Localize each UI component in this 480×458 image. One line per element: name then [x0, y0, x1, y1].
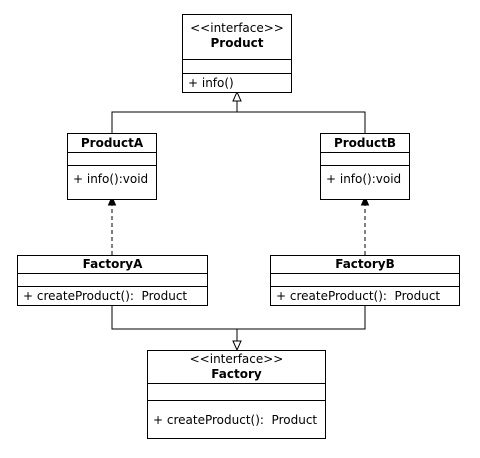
- factory-attributes-section: [148, 384, 325, 401]
- factory-a-methods-section: + createProduct(): Product: [18, 287, 207, 304]
- product-method: + info(): [188, 76, 234, 90]
- factory-class-name: Factory: [211, 367, 262, 381]
- factory-name-section: <<interface>> Factory: [148, 351, 325, 384]
- product-a-methods-section: + info():void: [68, 166, 156, 187]
- product-class-name: Product: [210, 36, 264, 50]
- factory-a-class-box: FactoryA + createProduct(): Product: [17, 255, 208, 306]
- product-a-class-name: ProductA: [80, 136, 144, 150]
- product-name-section: <<interface>> Product: [183, 15, 291, 60]
- factory-b-dependency-arrow: [360, 195, 370, 255]
- product-interface-box: <<interface>> Product + info(): [182, 14, 292, 93]
- factory-stereotype: <<interface>>: [189, 352, 284, 366]
- factory-b-methods-section: + createProduct(): Product: [271, 287, 459, 304]
- factory-b-attributes-section: [271, 274, 459, 287]
- product-b-method: + info():void: [326, 172, 402, 186]
- product-b-class-name: ProductB: [333, 136, 397, 150]
- product-inheritance-connector: [111, 90, 366, 133]
- product-methods-section: + info(): [183, 74, 291, 91]
- factory-a-method: + createProduct(): Product: [23, 289, 188, 303]
- factory-method: + createProduct(): Product: [153, 413, 318, 427]
- product-a-attributes-section: [68, 153, 156, 166]
- factory-interface-box: <<interface>> Factory + createProduct():…: [147, 350, 326, 439]
- product-a-name-section: ProductA: [68, 134, 156, 153]
- factory-a-attributes-section: [18, 274, 207, 287]
- factory-inheritance-connector: [111, 306, 366, 352]
- factory-methods-section: + createProduct(): Product: [148, 401, 325, 428]
- product-b-name-section: ProductB: [321, 134, 409, 153]
- factory-b-class-box: FactoryB + createProduct(): Product: [270, 255, 460, 306]
- factory-a-class-name: FactoryA: [82, 257, 143, 271]
- factory-b-name-section: FactoryB: [271, 256, 459, 274]
- factory-a-name-section: FactoryA: [18, 256, 207, 274]
- factory-b-method: + createProduct(): Product: [276, 289, 441, 303]
- product-a-class-box: ProductA + info():void: [67, 133, 157, 200]
- product-stereotype: <<interface>>: [190, 21, 284, 35]
- product-b-class-box: ProductB + info():void: [320, 133, 410, 200]
- product-a-method: + info():void: [73, 172, 149, 186]
- product-attributes-section: [183, 60, 291, 74]
- factory-b-class-name: FactoryB: [335, 257, 395, 271]
- factory-a-dependency-arrow: [107, 195, 117, 255]
- product-b-methods-section: + info():void: [321, 166, 409, 187]
- product-b-attributes-section: [321, 153, 409, 166]
